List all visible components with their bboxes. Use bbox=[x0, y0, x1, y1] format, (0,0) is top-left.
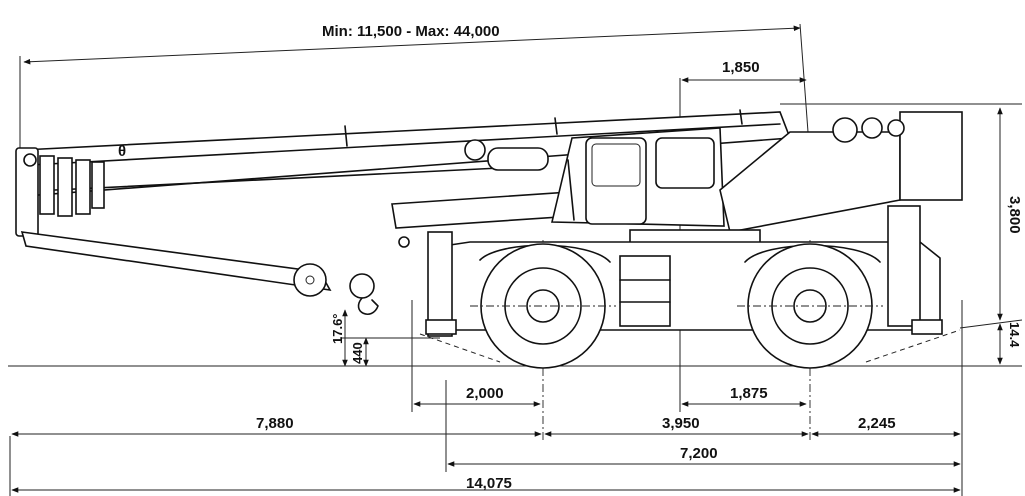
boom-length-dimension-line bbox=[23, 25, 801, 65]
dimension-lines bbox=[8, 23, 1023, 496]
hook-sheave bbox=[349, 273, 375, 299]
folded-jib bbox=[20, 231, 332, 297]
cab-door bbox=[585, 137, 647, 225]
sheave-block bbox=[57, 157, 73, 217]
hook-mark: θ bbox=[118, 143, 126, 160]
overall-height-label: 3,800 bbox=[1006, 196, 1023, 234]
rear-outrigger-pad bbox=[911, 319, 943, 335]
rear-wheel bbox=[737, 243, 883, 369]
boom-mark bbox=[739, 109, 743, 125]
front-outrigger-pad bbox=[425, 319, 457, 335]
cab-window bbox=[591, 143, 641, 187]
boom-mark bbox=[344, 125, 348, 147]
boom-mark bbox=[554, 117, 558, 135]
front-clearance-label: 440 bbox=[350, 342, 365, 364]
counterweight bbox=[899, 111, 963, 201]
tail-clearance-label: 14.4 bbox=[1007, 322, 1022, 348]
winch-drum bbox=[861, 117, 883, 139]
front-angle-label: 17.6° bbox=[330, 313, 345, 344]
boom-length-label: Min: 11,500 - Max: 44,000 bbox=[322, 23, 500, 40]
rear-outrigger-box bbox=[887, 205, 921, 327]
front-wheel bbox=[470, 243, 616, 369]
operator-cab bbox=[550, 127, 725, 227]
front-overhang-label: 7,880 bbox=[256, 415, 294, 432]
cab-side-window bbox=[655, 137, 715, 189]
jib-section bbox=[20, 231, 332, 292]
hook bbox=[357, 297, 379, 315]
telescopic-boom bbox=[15, 109, 792, 237]
boom-section-line bbox=[29, 123, 781, 166]
front-outrigger-box bbox=[427, 231, 453, 337]
jib-sheave bbox=[293, 263, 327, 297]
boom-pin bbox=[464, 139, 486, 161]
boom-length-extension-line bbox=[799, 23, 809, 133]
rear-overhang-label: 2,245 bbox=[858, 415, 896, 432]
departure-angle-line bbox=[865, 329, 961, 363]
dimension-labels: Min: 11,500 - Max: 44,000 1,850 3,800 14… bbox=[118, 23, 1023, 492]
cab-to-axis-label: 1,850 bbox=[722, 59, 760, 76]
sheave-block bbox=[91, 161, 105, 209]
rear-hub bbox=[793, 289, 827, 323]
winch-drum bbox=[887, 119, 905, 137]
hook-block bbox=[349, 236, 410, 315]
approach-angle-line bbox=[419, 333, 501, 363]
winch-drum bbox=[832, 117, 858, 143]
axis-to-rear-axle-label: 1,875 bbox=[730, 385, 768, 402]
boom-section-line bbox=[54, 167, 501, 191]
turntable-housing bbox=[719, 131, 901, 233]
tail-clearance-line bbox=[959, 319, 1023, 329]
wheelbase-label: 3,950 bbox=[662, 415, 700, 432]
boom-label-plate bbox=[487, 147, 549, 171]
crane-drawing bbox=[15, 109, 963, 369]
front-hub bbox=[526, 289, 560, 323]
track-length-label: 7,200 bbox=[680, 445, 718, 462]
fuel-tank bbox=[619, 255, 671, 327]
overall-length-label: 14,075 bbox=[466, 475, 512, 492]
jib-sheave-hub bbox=[305, 275, 315, 285]
front-overhang-to-axle-label: 2,000 bbox=[466, 385, 504, 402]
cab-front-frame bbox=[567, 159, 575, 221]
sheave-block bbox=[39, 155, 55, 215]
boom-head-sheave bbox=[23, 153, 37, 167]
hook-lock bbox=[398, 236, 410, 248]
sheave-block bbox=[75, 159, 91, 215]
